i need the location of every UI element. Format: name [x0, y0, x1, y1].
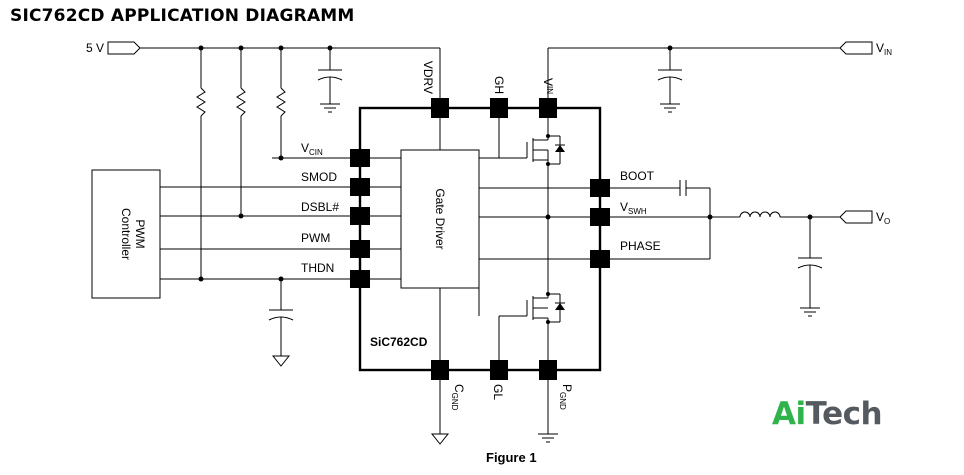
chip-internal-right-wiring [479, 187, 590, 260]
left-pins [350, 149, 370, 288]
pwm-controller-label-line1: PWM [133, 219, 147, 248]
pin-vdrv [431, 98, 449, 118]
pin-label-vcin: VCIN [301, 141, 323, 157]
top-pins [431, 98, 557, 118]
pin-label-phase: PHASE [620, 239, 661, 253]
chip-internal-left-wiring [370, 118, 441, 360]
pull-up-resistors [196, 48, 286, 282]
pin-label-dsbl: DSBL# [301, 200, 339, 214]
pin-vswh [590, 208, 610, 226]
pin-label-vin: VIN [541, 78, 555, 94]
five-volt-rail [107, 41, 441, 100]
pwm-controller-box [91, 169, 161, 299]
controller-signal-lines [160, 157, 352, 280]
pin-label-pwm: PWM [301, 231, 330, 245]
pin-vin [539, 98, 557, 118]
pin-dsbl [350, 207, 370, 225]
pin-label-cgnd: CGND [450, 384, 466, 411]
pin-smod [350, 178, 370, 196]
output-stage-wiring [610, 180, 873, 317]
chip-name-label: SiC762CD [370, 335, 428, 349]
pin-label-smod: SMOD [301, 170, 337, 184]
vo-output-label: VO [876, 210, 890, 226]
five-volt-label: 5 V [86, 41, 104, 55]
pin-gh [490, 98, 508, 118]
aitech-logo: AiTech [772, 396, 883, 432]
gate-driver-label: Gate Driver [433, 188, 447, 249]
diagram-title: SIC762CD APPLICATION DIAGRAMM [10, 6, 355, 26]
pin-thdn [350, 270, 370, 288]
pin-phase [590, 250, 610, 268]
low-side-mosfet [478, 270, 565, 360]
bottom-grounds [430, 380, 558, 445]
pin-gl [490, 360, 508, 380]
vin-output-label: VIN [876, 41, 892, 57]
pin-label-pgnd: PGND [558, 384, 574, 410]
five-volt-decoupling-capacitor [317, 48, 343, 113]
right-pins [590, 179, 610, 268]
pin-label-thdn: THDN [301, 261, 334, 275]
pin-label-vswh: VSWH [620, 200, 647, 216]
pin-pgnd [539, 360, 557, 380]
pin-label-vdrv: VDRV [421, 61, 435, 94]
sic762cd-chip-outline [358, 106, 602, 372]
pin-label-gh: GH [492, 76, 506, 94]
pin-vcin [350, 149, 370, 167]
pwm-controller-label-line2: Controller [119, 208, 133, 260]
pin-label-boot: BOOT [620, 169, 655, 183]
thdn-capacitor [268, 276, 294, 367]
high-side-mosfet [479, 118, 565, 270]
bottom-pins [431, 360, 557, 380]
pin-pwm [350, 240, 370, 258]
figure-caption: Figure 1 [486, 450, 537, 465]
pin-boot [590, 179, 610, 197]
pin-cgnd [431, 360, 449, 380]
pin-label-gl: GL [491, 384, 505, 400]
vin-rail [547, 41, 873, 113]
